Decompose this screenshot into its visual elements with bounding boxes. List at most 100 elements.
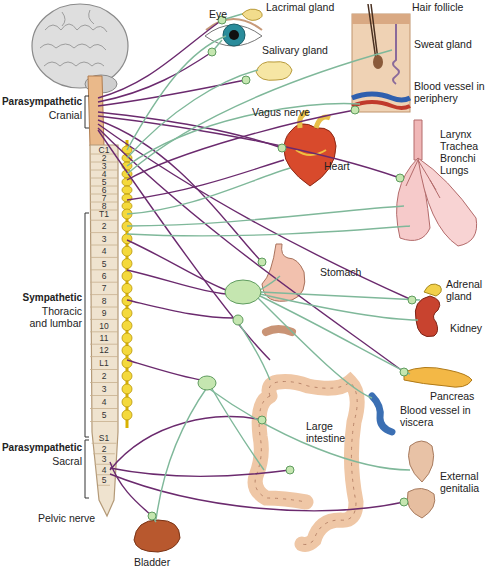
pupil [229, 30, 239, 40]
vertebra-line [90, 331, 118, 332]
vertebra-line [90, 220, 118, 221]
chain-ganglion [122, 321, 132, 331]
salivary-gland [256, 62, 292, 81]
structure-label: Hair follicle [412, 1, 463, 13]
large-intestine [255, 382, 357, 545]
chain-ganglia [122, 146, 132, 420]
vertebra-line [90, 344, 118, 345]
vertebra-number: T1 [90, 210, 118, 219]
vertebra-number: 4 [90, 247, 118, 256]
green-nerves [127, 14, 420, 522]
nerve [98, 128, 404, 372]
vertebra-number: L1 [90, 359, 118, 368]
vertebra-line [90, 356, 118, 357]
nerve [127, 300, 234, 318]
external-genitalia [407, 488, 435, 518]
vertebra-line [90, 245, 118, 246]
ganglion [408, 296, 416, 304]
structure-label: Sweat gland [414, 38, 472, 50]
hair-follicle [373, 55, 383, 69]
nerve-label: Vagus nerve [252, 106, 310, 118]
ganglion [400, 498, 408, 506]
ganglion [278, 144, 286, 152]
ganglion [258, 416, 266, 424]
nerve [110, 474, 404, 511]
brain-gyri [40, 10, 107, 66]
nerve [98, 130, 270, 360]
vertebra-number: 6 [90, 272, 118, 281]
vertebra-number: 2 [90, 445, 118, 454]
nerve [127, 168, 290, 214]
nerve [260, 276, 280, 290]
gland-label: Adrenal gland [446, 278, 491, 302]
nerve [156, 386, 208, 520]
organ-label: Eye [209, 8, 227, 20]
vertebra-line [90, 408, 118, 409]
bladder [134, 520, 180, 552]
nerve [127, 70, 258, 158]
chain-ganglion [122, 271, 132, 281]
vertebra-number: 4 [90, 466, 118, 475]
small-ganglia [148, 16, 416, 520]
organ-label: Larynx Trachea Bronchi Lungs [440, 128, 490, 176]
ganglion [198, 376, 216, 390]
ganglion [233, 315, 243, 325]
heart [284, 124, 336, 186]
organ-label: Kidney [450, 322, 482, 334]
nerve [98, 124, 412, 300]
organ-label: Heart [324, 160, 350, 172]
division-label: Sympathetic [0, 292, 82, 304]
nerve [110, 417, 262, 470]
eye [205, 25, 262, 46]
organ-label: External genitalia [440, 470, 495, 494]
division-sublabel: Sacral [0, 455, 82, 467]
vertebra-lines [90, 154, 118, 485]
chain-ganglion [122, 358, 132, 368]
vertebra-line [90, 395, 118, 396]
vertebra-line [90, 421, 118, 422]
vertebra-number: 9 [90, 309, 118, 318]
nerve [127, 206, 404, 226]
vertebra-number: 5 [90, 260, 118, 269]
nerve-label: Pelvic nerve [38, 512, 95, 524]
vertebra-number: 3 [90, 455, 118, 464]
ganglion [208, 48, 216, 56]
intestine-folds [255, 382, 357, 545]
division-label: Parasympathetic [0, 442, 82, 454]
small-intestine [266, 329, 292, 332]
vertebra-number: 8 [90, 297, 118, 306]
organ-label: Bladder [134, 556, 170, 568]
chain-ganglion [122, 308, 132, 318]
chain-ganglion [122, 384, 132, 394]
nerve [127, 360, 202, 380]
bracket [85, 96, 89, 128]
sweat-gland [393, 24, 399, 84]
trachea [414, 120, 422, 160]
vertebra-number: 3 [90, 385, 118, 394]
nerve [127, 104, 360, 166]
chain-ganglion [122, 283, 132, 293]
kidney [415, 296, 440, 337]
adrenal-gland [424, 284, 441, 296]
ganglion [258, 258, 266, 266]
chain-ganglion [122, 333, 132, 343]
vertebra-number: 3 [90, 235, 118, 244]
vertebra-number: 2 [90, 222, 118, 231]
vertebra-number: 5 [90, 411, 118, 420]
iris [223, 24, 245, 46]
vertebra-number: 12 [90, 346, 118, 355]
ganglion [242, 76, 250, 84]
gland-label: Lacrimal gland [266, 1, 334, 13]
nerve [258, 298, 372, 398]
chain-ganglion [122, 186, 132, 194]
organ-label: Large intestine [306, 420, 356, 444]
vertebra-line [90, 282, 118, 283]
nerve [98, 80, 246, 106]
chain-ganglion [122, 371, 132, 381]
vertebra-number: 10 [90, 322, 118, 331]
chain-ganglion [122, 194, 132, 202]
brain [32, 4, 128, 88]
nerve [127, 270, 226, 294]
vertebra-line [90, 294, 118, 295]
